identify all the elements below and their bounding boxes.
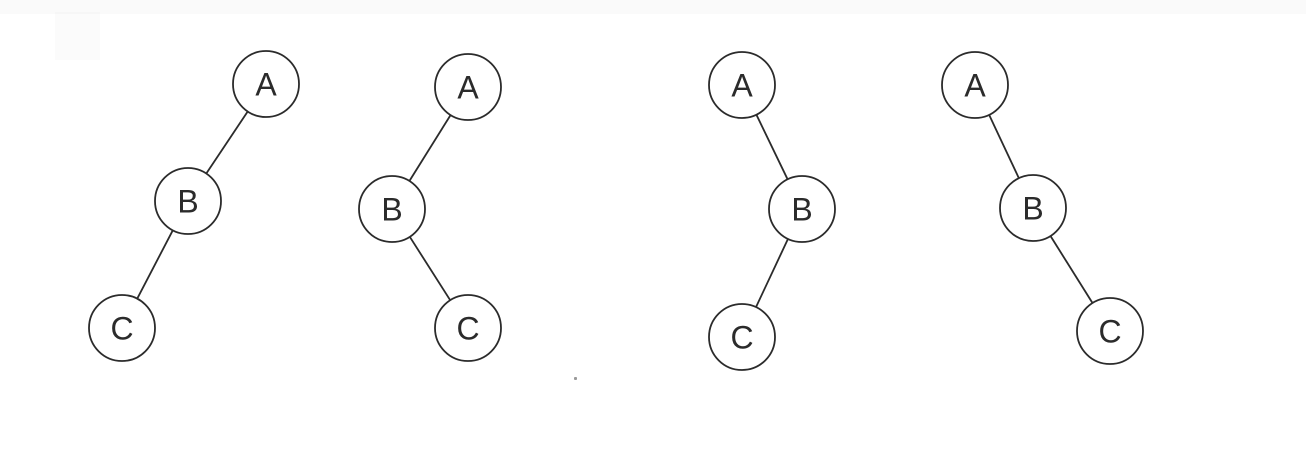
tree-left-left: A B C xyxy=(88,50,300,362)
tree-right-left-node-C-circle xyxy=(708,303,776,371)
tree-left-right-edge-A-B xyxy=(408,114,452,182)
tree-right-right-edge-A-B xyxy=(988,114,1020,179)
tree-left-right-node-B-label: B xyxy=(381,192,402,228)
tree-right-left-node-C-label: C xyxy=(730,320,753,356)
tree-right-right-node-C-circle xyxy=(1076,297,1144,365)
tree-right-left-node-B-circle xyxy=(768,175,836,243)
tree-right-left-node-A-label: A xyxy=(731,68,753,104)
tree-right-left: A B C xyxy=(708,51,836,371)
tree-left-left-edge-A-B xyxy=(205,111,249,174)
tree-right-right: A B C xyxy=(941,51,1144,365)
tree-left-left-node-B-circle xyxy=(154,167,222,235)
tree-right-left-edge-A-B xyxy=(755,114,789,180)
tree-left-left-node-C-label: C xyxy=(110,311,133,347)
tree-left-right-node-C-circle xyxy=(434,294,502,362)
tree-left-right-node-A-label: A xyxy=(457,70,479,106)
tree-left-right-edge-B-C xyxy=(409,236,451,301)
tree-right-right-node-A-label: A xyxy=(964,68,986,104)
stray-dot-artifact xyxy=(574,377,577,380)
tree-left-left-edge-B-C xyxy=(136,229,174,300)
tree-left-right: A B C xyxy=(358,53,502,362)
tree-right-right-node-B-label: B xyxy=(1022,191,1043,227)
tree-left-left-node-A-circle xyxy=(232,50,300,118)
tree-right-right-node-B-circle xyxy=(999,174,1067,242)
tree-right-left-node-B-label: B xyxy=(791,192,812,228)
tree-left-left-node-B-label: B xyxy=(177,184,198,220)
tree-right-right-edge-B-C xyxy=(1049,235,1094,304)
tree-right-right-node-C-label: C xyxy=(1098,314,1121,350)
tree-left-right-node-B-circle xyxy=(358,175,426,243)
tree-left-left-node-C-circle xyxy=(88,294,156,362)
tree-right-right-node-A-circle xyxy=(941,51,1009,119)
tree-left-right-node-C-label: C xyxy=(456,311,479,347)
tree-left-left-node-A-label: A xyxy=(255,67,277,103)
tree-right-left-node-A-circle xyxy=(708,51,776,119)
tree-right-left-edge-B-C xyxy=(755,238,789,308)
tree-left-right-node-A-circle xyxy=(434,53,502,121)
